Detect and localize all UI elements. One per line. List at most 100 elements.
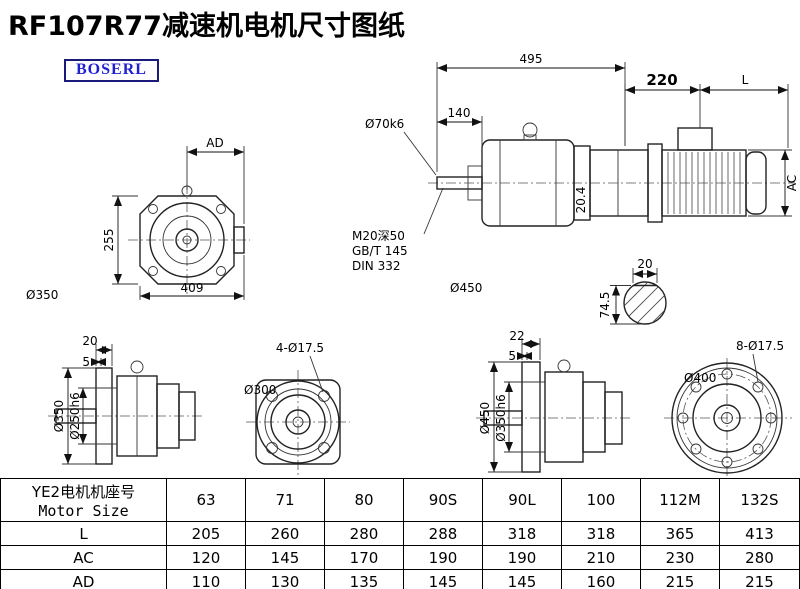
size-col-100: 100	[561, 478, 641, 522]
bolt-hole	[690, 381, 702, 393]
cell-AC-90l: 190	[482, 545, 562, 570]
table-row-L: L 205 260 280 288 318 318 365 413	[0, 521, 800, 546]
cell-AD-63: 110	[166, 569, 246, 589]
housing-step-3	[178, 391, 196, 441]
size-col-80: 80	[324, 478, 404, 522]
technical-drawing: AD 255 409 Ø350	[26, 52, 799, 476]
dim-74-5: 74.5	[598, 292, 612, 319]
size-col-132s: 132S	[719, 478, 800, 522]
bolt-hole	[318, 390, 330, 402]
bolt-hole	[318, 442, 330, 454]
assembly-side-view: 495 140 Ø70k6 220 L AC 20.4 M20深	[352, 52, 799, 295]
label-d300: Ø300	[244, 383, 276, 397]
flange-square	[255, 379, 341, 465]
dim-140: 140	[448, 106, 471, 120]
cell-AD-100: 160	[561, 569, 641, 589]
cell-AD-80: 135	[324, 569, 404, 589]
cell-L-90l: 318	[482, 521, 562, 546]
cell-AC-63: 120	[166, 545, 246, 570]
cell-AD-112m: 215	[640, 569, 720, 589]
label-d350: Ø350	[26, 288, 58, 302]
cell-AC-132s: 280	[719, 545, 800, 570]
cell-L-132s: 413	[719, 521, 800, 546]
dim-5: 5	[508, 349, 516, 363]
size-col-71: 71	[245, 478, 325, 522]
cell-AC-100: 210	[561, 545, 641, 570]
note-tap-3: DIN 332	[352, 259, 400, 273]
cell-AD-90s: 145	[403, 569, 483, 589]
table-row-AC: AC 120 145 170 190 190 210 230 280	[0, 545, 800, 570]
label-d250h6: Ø250h6	[68, 392, 82, 440]
flange-small-front-view: 4-Ø17.5 Ø300	[244, 341, 350, 476]
fan-cover	[745, 151, 767, 215]
label-d450: Ø450	[450, 281, 482, 295]
label-8-holes: 8-Ø17.5	[736, 339, 784, 353]
cell-L-63: 205	[166, 521, 246, 546]
motor-size-table-wrap: YE2电机机座号 Motor Size 63 71 80 90S 90L 100…	[0, 478, 800, 589]
dim-22: 22	[509, 329, 524, 343]
flange-large-front-view: Ø400 8-Ø17.5	[664, 339, 792, 476]
table-header-motor-size: YE2电机机座号 Motor Size	[0, 478, 167, 522]
flange-plate	[521, 361, 541, 473]
cell-L-112m: 365	[640, 521, 720, 546]
label-d350: Ø350	[52, 400, 66, 432]
note-tap-2: GB/T 145	[352, 244, 408, 258]
motor-size-table: YE2电机机座号 Motor Size 63 71 80 90S 90L 100…	[0, 478, 800, 589]
housing-step-2	[582, 381, 606, 453]
bolt-hole	[266, 390, 278, 402]
brand-logo: BOSERL	[64, 59, 159, 82]
table-row-AD: AD 110 130 135 145 145 160 215 215	[0, 569, 800, 589]
dim-20-4: 20.4	[574, 187, 588, 214]
bolt-hole	[721, 368, 733, 380]
page-title: RF107R77减速机电机尺寸图纸	[8, 11, 405, 42]
row-label-AD: AD	[0, 569, 167, 589]
cell-L-100: 318	[561, 521, 641, 546]
label-d350h6: Ø350h6	[494, 394, 508, 442]
gearbox-front-view: AD 255 409 Ø350	[26, 136, 250, 302]
bolt-hole	[690, 443, 702, 455]
shaft-cross-section: 20 74.5	[598, 257, 667, 325]
housing-step-1	[544, 371, 584, 463]
dim-ad: AD	[206, 136, 223, 150]
label-4-holes: 4-Ø17.5	[276, 341, 324, 355]
size-col-63: 63	[166, 478, 246, 522]
bolt-hole	[677, 412, 689, 424]
bolt-hole	[765, 412, 777, 424]
header-line2: Motor Size	[38, 501, 129, 520]
cell-AD-90l: 145	[482, 569, 562, 589]
flange-large-side-view: 22 5 Ø450 Ø350h6	[476, 329, 632, 473]
label-shaft-dia: Ø70k6	[365, 117, 404, 131]
cell-L-90s: 288	[403, 521, 483, 546]
bolt-hole	[721, 456, 733, 468]
row-label-AC: AC	[0, 545, 167, 570]
label-d450: Ø450	[478, 402, 492, 434]
flange-small-side-view: 20 5 Ø350 Ø250h6	[48, 334, 205, 465]
cell-AC-71: 145	[245, 545, 325, 570]
size-col-90s: 90S	[403, 478, 483, 522]
lifting-eye	[557, 359, 571, 373]
cell-L-71: 260	[245, 521, 325, 546]
table-header-row: YE2电机机座号 Motor Size 63 71 80 90S 90L 100…	[0, 478, 800, 522]
size-col-90l: 90L	[482, 478, 562, 522]
lifting-eye	[130, 360, 144, 374]
dim-L: L	[742, 73, 749, 87]
lifting-eye	[522, 122, 538, 138]
dim-5: 5	[82, 355, 90, 369]
dim-255: 255	[102, 229, 116, 252]
dim-20: 20	[82, 334, 97, 348]
dim-AC: AC	[785, 175, 799, 191]
gearbox-face-outline	[139, 195, 235, 285]
dim-495: 495	[520, 52, 543, 66]
cell-AD-132s: 215	[719, 569, 800, 589]
flange-outline	[671, 362, 783, 474]
housing-step-3	[604, 391, 623, 445]
bolt-hole	[266, 442, 278, 454]
terminal-tab	[233, 226, 245, 254]
cell-AD-71: 130	[245, 569, 325, 589]
label-d400: Ø400	[684, 371, 716, 385]
note-tap-1: M20深50	[352, 229, 405, 243]
front-boss-circle	[149, 202, 225, 278]
cell-AC-90s: 190	[403, 545, 483, 570]
terminal-box	[677, 127, 713, 151]
